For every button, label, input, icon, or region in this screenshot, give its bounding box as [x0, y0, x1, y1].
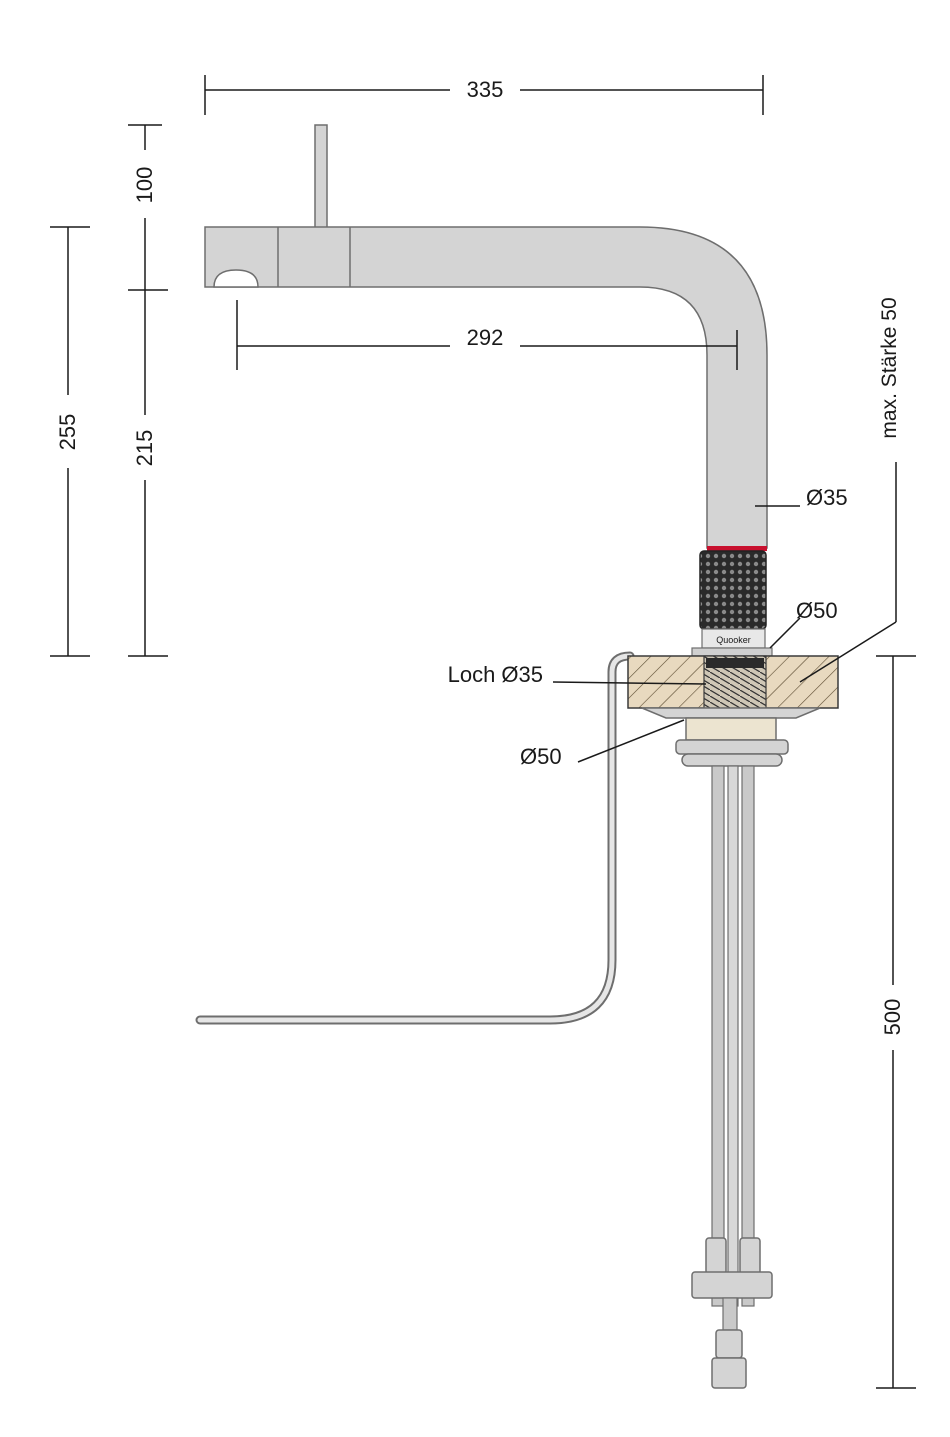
callout-base-diameter-top: Ø50 [769, 598, 838, 649]
dimension-spout-height: 215 [128, 289, 168, 657]
dim-215: 215 [132, 430, 157, 467]
label-d50-top: Ø50 [796, 598, 838, 623]
callout-tube-diameter: Ø35 [755, 485, 848, 510]
dim-335: 335 [467, 77, 504, 102]
shank-tubes [691, 765, 773, 1389]
dim-100: 100 [132, 167, 157, 204]
callout-hole-diameter: Loch Ø35 [448, 662, 707, 687]
dim-500: 500 [880, 999, 905, 1036]
label-loch-d35: Loch Ø35 [448, 662, 543, 687]
callout-base-diameter-bottom: Ø50 [520, 719, 685, 769]
dimension-shank-length: 500 [876, 655, 916, 1389]
countertop-section [627, 655, 839, 767]
callout-max-thickness: max. Stärke 50 [799, 297, 901, 683]
knurled-grip: Quooker [691, 550, 773, 657]
dim-255: 255 [55, 414, 80, 451]
tap-spout [204, 124, 768, 551]
lever [314, 124, 328, 231]
label-d50-bottom: Ø50 [520, 744, 562, 769]
dimension-spout-reach: 292 [236, 300, 738, 370]
dimension-width-top: 335 [204, 75, 764, 115]
supply-hose [195, 651, 635, 1025]
dimension-total-height: 255 [50, 226, 90, 657]
brand-label: Quooker [716, 635, 751, 645]
dimension-lever-height: 100 [128, 124, 162, 290]
label-max-thickness: max. Stärke 50 [878, 297, 901, 438]
label-d35: Ø35 [806, 485, 848, 510]
dim-292: 292 [467, 325, 504, 350]
